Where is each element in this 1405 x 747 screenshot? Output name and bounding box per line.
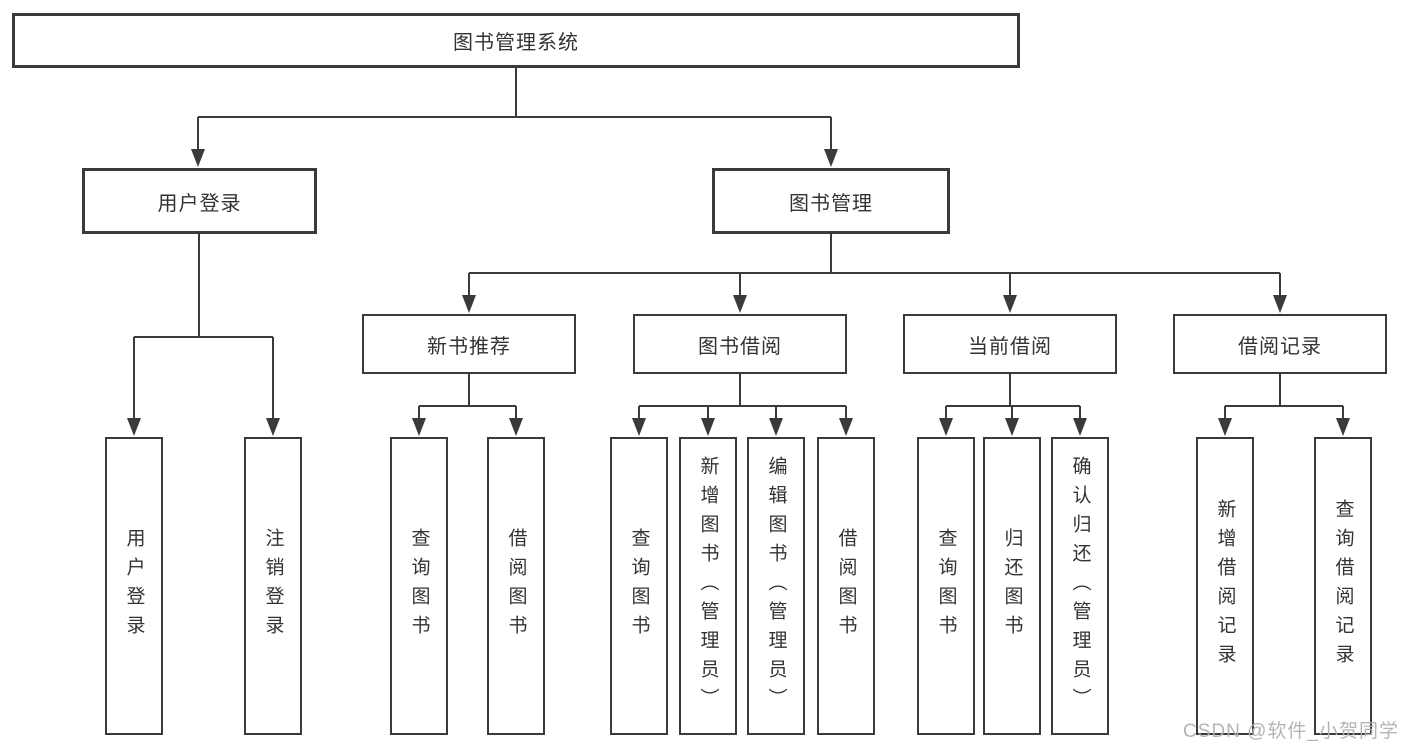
leaf-user-login: 用户登录: [105, 437, 163, 735]
connector-currentborrow-to-leaves: [939, 374, 1087, 436]
node-book-borrow-label: 图书借阅: [698, 335, 782, 358]
leaf-current-return-books-label: 归还图书: [1001, 528, 1023, 644]
leaf-borrow-query-books-label: 查询图书: [628, 528, 650, 644]
leaf-logout-label: 注销登录: [262, 528, 284, 644]
node-borrow-records: 借阅记录: [1173, 314, 1387, 374]
node-book-management: 图书管理: [712, 168, 950, 234]
leaf-current-confirm-return-admin: 确认归还（管理员）: [1051, 437, 1109, 735]
node-new-book-recommend-label: 新书推荐: [427, 335, 511, 358]
node-new-book-recommend: 新书推荐: [362, 314, 576, 374]
leaf-borrow-edit-books-admin: 编辑图书（管理员）: [747, 437, 805, 735]
leaf-borrow-add-books-admin-label: 新增图书（管理员）: [697, 455, 719, 717]
leaf-borrow-borrow-books-label: 借阅图书: [835, 528, 857, 644]
node-book-management-label: 图书管理: [789, 192, 873, 215]
leaf-newbook-query-books-label: 查询图书: [408, 528, 430, 644]
leaf-newbook-borrow-books-label: 借阅图书: [505, 528, 527, 644]
node-library-system: 图书管理系统: [12, 13, 1020, 68]
node-borrow-records-label: 借阅记录: [1238, 335, 1322, 358]
leaf-borrow-edit-books-admin-label: 编辑图书（管理员）: [765, 455, 787, 717]
leaf-current-query-books-label: 查询图书: [935, 528, 957, 644]
leaf-newbook-query-books: 查询图书: [390, 437, 448, 735]
leaf-user-login-label: 用户登录: [123, 528, 145, 644]
node-library-system-label: 图书管理系统: [453, 32, 579, 54]
leaf-borrow-borrow-books: 借阅图书: [817, 437, 875, 735]
connector-userlogin-to-leaves: [127, 234, 280, 436]
csdn-watermark: CSDN @软件_小贺同学: [1183, 721, 1399, 742]
leaf-records-query-record-label: 查询借阅记录: [1332, 499, 1354, 673]
node-current-borrow: 当前借阅: [903, 314, 1117, 374]
connector-newbook-to-leaves: [412, 374, 523, 436]
leaf-records-add-record: 新增借阅记录: [1196, 437, 1254, 735]
leaf-records-query-record: 查询借阅记录: [1314, 437, 1372, 735]
leaf-current-confirm-return-admin-label: 确认归还（管理员）: [1069, 455, 1091, 717]
node-book-borrow: 图书借阅: [633, 314, 847, 374]
connector-bookborrow-to-leaves: [632, 374, 853, 436]
leaf-records-add-record-label: 新增借阅记录: [1214, 499, 1236, 673]
connector-borrowrecords-to-leaves: [1218, 374, 1350, 436]
node-current-borrow-label: 当前借阅: [968, 335, 1052, 358]
leaf-current-return-books: 归还图书: [983, 437, 1041, 735]
leaf-borrow-add-books-admin: 新增图书（管理员）: [679, 437, 737, 735]
connector-bookmgmt-to-level3: [462, 234, 1287, 313]
node-user-login-label: 用户登录: [157, 192, 242, 215]
leaf-borrow-query-books: 查询图书: [610, 437, 668, 735]
leaf-logout: 注销登录: [244, 437, 302, 735]
connector-root-to-level2: [191, 68, 838, 167]
leaf-newbook-borrow-books: 借阅图书: [487, 437, 545, 735]
node-user-login: 用户登录: [82, 168, 317, 234]
leaf-current-query-books: 查询图书: [917, 437, 975, 735]
